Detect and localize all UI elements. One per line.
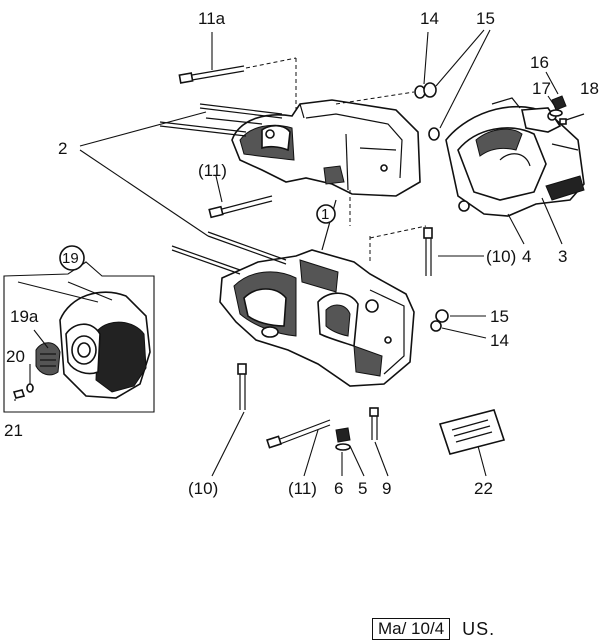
screw-9 (369, 407, 379, 440)
leader-lines (14, 29, 563, 477)
label-19: 19 (62, 250, 79, 267)
label-11a: 11a (198, 9, 226, 28)
circle-marker-1 (316, 204, 336, 224)
fan-cover-inset (3, 261, 155, 413)
bolt-11a (178, 57, 297, 112)
label-3: 3 (558, 247, 567, 266)
label-18: 18 (580, 79, 599, 98)
reference-footer: Ma/ 10/4 US. (372, 618, 495, 640)
label-15-top: 15 (476, 9, 495, 28)
label-9: 9 (382, 479, 391, 498)
label-5: 5 (358, 479, 367, 498)
bolt-10-right (423, 227, 433, 276)
plug-5-6 (335, 427, 351, 451)
label-20: 20 (6, 347, 25, 366)
figure-reference-box: Ma/ 10/4 (372, 618, 451, 640)
label-15-mid: 15 (490, 307, 509, 326)
bolt-11-lower (266, 419, 331, 449)
assembly-lines-middle (321, 190, 427, 262)
region-code: US. (462, 618, 496, 639)
part-labels: 11a 14 15 16 17 18 2 (11) 1 (10) 4 3 19 … (4, 9, 599, 498)
label-17: 17 (532, 79, 551, 98)
label-11-paren-bottom: (11) (288, 479, 317, 498)
label-21: 21 (4, 421, 23, 440)
label-19a: 19a (10, 307, 39, 326)
circle-marker-19 (59, 245, 85, 271)
label-2: 2 (58, 139, 67, 158)
label-14-mid: 14 (490, 331, 509, 350)
washers-middle (430, 309, 449, 332)
long-studs-upper (159, 103, 283, 137)
label-6: 6 (334, 479, 343, 498)
label-14-top: 14 (420, 9, 439, 28)
label-10-paren-left: (10) (188, 479, 218, 498)
label-4: 4 (522, 247, 531, 266)
label-22: 22 (474, 479, 493, 498)
label-11-paren-top: (11) (198, 161, 227, 180)
flywheel-housing (445, 97, 585, 217)
label-16: 16 (530, 53, 549, 72)
crankcase-upper-half (231, 99, 421, 197)
long-studs-lower (171, 231, 287, 275)
crankcase-lower-half (219, 249, 415, 387)
identification-plate-22 (438, 409, 506, 455)
bolt-11-upper (208, 195, 273, 219)
bolt-10-left (237, 363, 247, 410)
washers-top (335, 82, 440, 141)
label-1: 1 (321, 206, 329, 223)
label-10-paren-right: (10) (486, 247, 516, 266)
